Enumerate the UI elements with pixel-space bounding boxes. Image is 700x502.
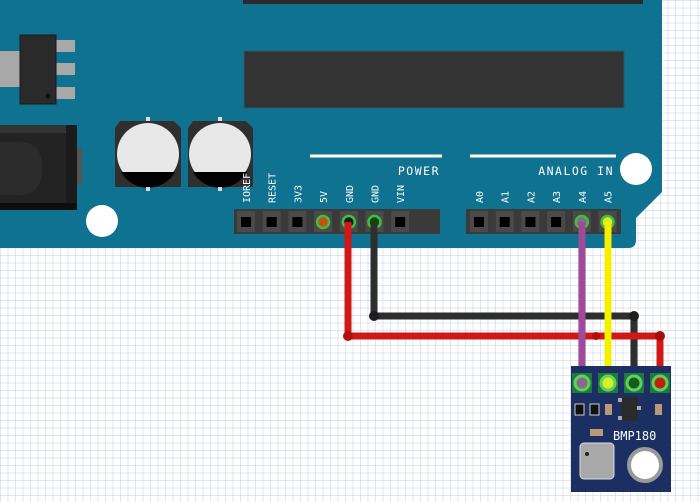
- header-pin-a0[interactable]: A0: [470, 191, 488, 232]
- arduino-board: POWER IOREF RESET 3V3 5V GND GND VIN ANALOG IN…: [0, 0, 662, 248]
- sensor-pin-sda[interactable]: [572, 373, 592, 393]
- capacitor-1: [115, 117, 181, 191]
- sensor-label: BMP180: [613, 429, 656, 443]
- pin-label: A4: [578, 191, 589, 203]
- header-pin-ioref[interactable]: IOREF: [237, 173, 255, 232]
- pin-label: RESET: [268, 173, 279, 203]
- header-pin-a3[interactable]: A3: [547, 191, 566, 232]
- sensor-pin-vcc[interactable]: [650, 373, 670, 393]
- pin-label: 3V3: [293, 185, 304, 203]
- sensor-pin-gnd[interactable]: [624, 373, 644, 393]
- pin-label: A5: [604, 191, 615, 203]
- microcontroller-chip: [243, 50, 625, 109]
- pin-label: 5V: [319, 191, 330, 203]
- sensor-mounting-hole: [627, 447, 663, 483]
- header-pin-5v[interactable]: 5V: [314, 191, 333, 232]
- wires: [343, 222, 665, 382]
- voltage-regulator: [0, 34, 75, 105]
- ground-wire[interactable]: [370, 222, 638, 382]
- analog-header-title: ANALOG IN: [538, 164, 614, 178]
- pin-label: A0: [475, 191, 486, 203]
- header-pin-a2[interactable]: A2: [521, 191, 540, 232]
- pin-label: A1: [501, 191, 512, 203]
- sensor-pin-scl[interactable]: [598, 373, 618, 393]
- header-pin-3v3[interactable]: 3V3: [288, 185, 307, 232]
- header-block: [243, 0, 643, 4]
- header-pin-vin[interactable]: VIN: [391, 185, 410, 232]
- header-pin-a1[interactable]: A1: [495, 191, 514, 232]
- pin-label: IOREF: [242, 173, 253, 203]
- power-wire[interactable]: [344, 222, 664, 382]
- pin-label: A3: [552, 191, 563, 203]
- pin-label: A2: [526, 191, 537, 203]
- capacitor-2: [188, 117, 253, 191]
- header-pin-reset[interactable]: RESET: [262, 173, 281, 232]
- pin-label: VIN: [396, 185, 407, 203]
- dc-power-jack: [0, 125, 82, 210]
- pressure-sensor-chip: [579, 442, 615, 480]
- pin-label: GND: [371, 185, 382, 203]
- bmp180-sensor: BMP180: [571, 366, 671, 492]
- mounting-hole: [620, 153, 652, 185]
- pin-label: GND: [345, 185, 356, 203]
- power-header: POWER IOREF RESET 3V3 5V GND GND VIN: [234, 154, 442, 234]
- mounting-hole: [86, 205, 118, 237]
- power-header-title: POWER: [398, 164, 440, 178]
